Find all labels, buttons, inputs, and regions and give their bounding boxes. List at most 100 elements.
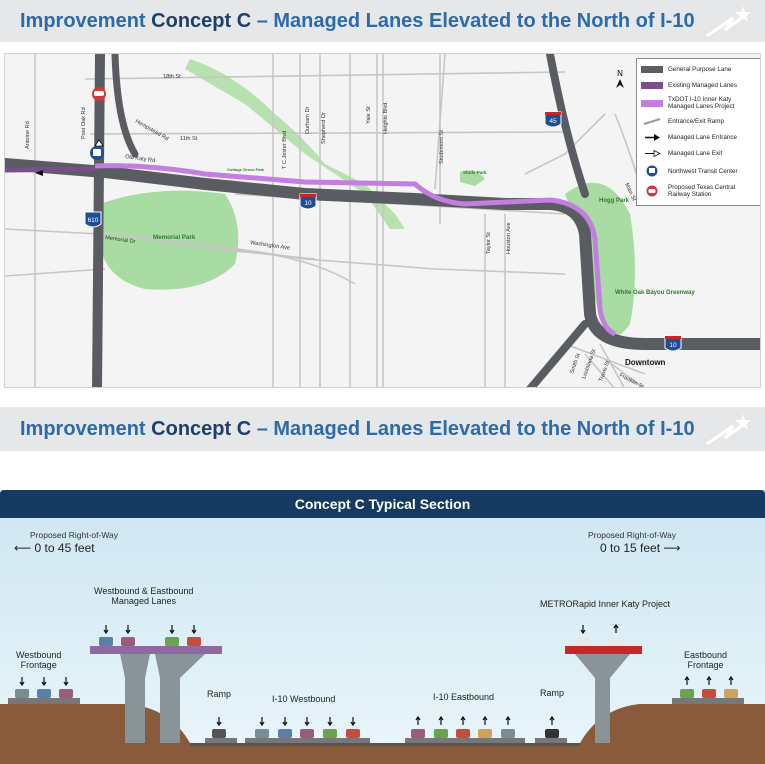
vehicle [323,717,337,738]
existing-managed-lane [5,166,96,173]
ramp-left-pavement [205,738,237,743]
street-11th: 11th St [180,136,198,142]
i10-wb-pavement [245,738,370,743]
street-franklin: Franklin St [618,372,645,388]
vehicle [37,677,51,698]
vehicle [346,717,360,738]
street-antoine: Antoine Rd [25,121,31,149]
legend-existing: Existing Managed Lanes [641,78,756,92]
section-title: Concept C Typical Section [0,490,765,518]
street-houston: Houston Ave [506,222,512,254]
map-canvas: 610 10 45 10 N 18th St 11th St Old Katy … [5,54,760,388]
metro-pier [575,654,630,743]
wb-frontage-pavement [8,698,80,704]
project-ml-swatch [641,99,663,107]
legend-project: TxDOT I-10 Inner Katy Managed Lanes Proj… [641,94,756,112]
north-arrow: N [616,69,624,88]
park-hogg: Hogg Park [599,198,630,204]
vehicle [411,715,425,738]
metro-label: METRORapid Inner Katy Project [540,599,671,609]
row-right-value: 0 to 15 feet ⟶ [600,541,681,555]
vehicle [278,717,292,738]
vehicle [576,625,590,646]
legend-ramp: Entrance/Exit Ramp [641,114,756,128]
vehicle [702,675,716,698]
vehicle [300,717,314,738]
ramp-right-pavement [535,738,567,743]
green-corridor [185,59,405,229]
managed-lane-pier-right [155,654,205,743]
top-banner-title: Improvement Concept C – Managed Lanes El… [20,10,695,32]
txdot-star-logo [706,6,751,38]
park-white-oak: White Oak Bayou Greenway [615,290,695,296]
street-louisiana: Louisiana St [581,348,597,379]
arrow-left-icon: ⟵ [14,541,32,555]
downtown-label: Downtown [625,358,666,367]
street-memorial: Memorial Dr [105,235,136,245]
vehicle [456,715,470,738]
ground [0,704,765,764]
i45-shield: 45 [544,111,562,128]
street-smith: Smith St [569,352,582,374]
street-washington: Washington Ave [250,240,291,252]
stude-park-area [460,170,485,186]
i10-eb-pavement [405,738,525,743]
managed-lane-entrance-marker [35,170,43,176]
vehicle [212,717,226,738]
wb-frontage-label: Westbound Frontage [16,650,62,670]
i10-wb-label: I-10 Westbound [272,694,336,704]
park-cottage: Cottage Grove Park [227,167,265,172]
gp-lane-swatch [641,65,663,73]
managed-lane-exit-marker [94,139,104,147]
row-right-label: Proposed Right-of-Way [588,530,677,540]
wb-eb-managed-label: Westbound & Eastbound Managed Lanes [94,586,194,606]
section-canvas [0,623,765,764]
row-left-value: ⟵ 0 to 45 feet [14,541,95,555]
street-heights: Heights Blvd [383,103,389,134]
street-hempstead: Hempstead Rd [134,119,169,143]
i610-shield: 610 [84,211,102,228]
svg-text:610: 610 [88,217,99,224]
street-shepherd: Shepherd Dr [321,112,327,144]
managed-lane-deck [90,646,222,654]
trench-floor [190,743,580,746]
i10-east-shield: 10 [664,335,682,352]
existing-ml-swatch [641,81,663,89]
svg-text:10: 10 [669,342,677,349]
project-managed-lane [94,163,617,337]
vehicle [501,715,515,738]
vehicle [121,625,135,646]
street-tc-jester: T C Jester Blvd [282,131,288,169]
vehicle [545,715,559,738]
exit-arrow-icon [641,149,663,157]
svg-text:10: 10 [304,200,312,207]
top-banner: Improvement Concept C – Managed Lanes El… [0,0,765,42]
bus-icon [641,165,663,177]
arrow-right-icon: ⟶ [663,541,681,555]
vehicle [165,625,179,646]
street-old-katy: Old Katy Rd [125,154,156,164]
txdot-star-logo [706,414,751,446]
legend-exit: Managed Lane Exit [641,146,756,160]
svg-text:N: N [617,69,623,78]
legend-bus: Northwest Transit Center [641,162,756,180]
park-stude: Stude Park [463,170,487,175]
vehicle [609,623,623,646]
managed-lane-pier-left [120,654,150,743]
bus-icon [90,146,104,160]
vehicle [478,715,492,738]
row-left-label: Proposed Right-of-Way [30,530,119,540]
legend-gp: General Purpose Lane [641,62,756,76]
map-legend: General Purpose Lane Existing Managed La… [636,58,760,206]
i10-eb-label: I-10 Eastbound [433,692,495,702]
park-memorial: Memorial Park [153,234,196,241]
street-post-oak: Post Oak Rd [81,107,87,139]
ramp-left-label: Ramp [207,689,232,699]
typical-section-panel: Concept C Typical Section Proposed Right… [0,490,765,764]
vehicle [15,677,29,698]
vehicle [434,715,448,738]
street-yale: Yale St [366,106,372,124]
street-durham: Durham Dr [305,107,311,134]
vehicle [680,675,694,698]
metro-deck [565,646,642,654]
